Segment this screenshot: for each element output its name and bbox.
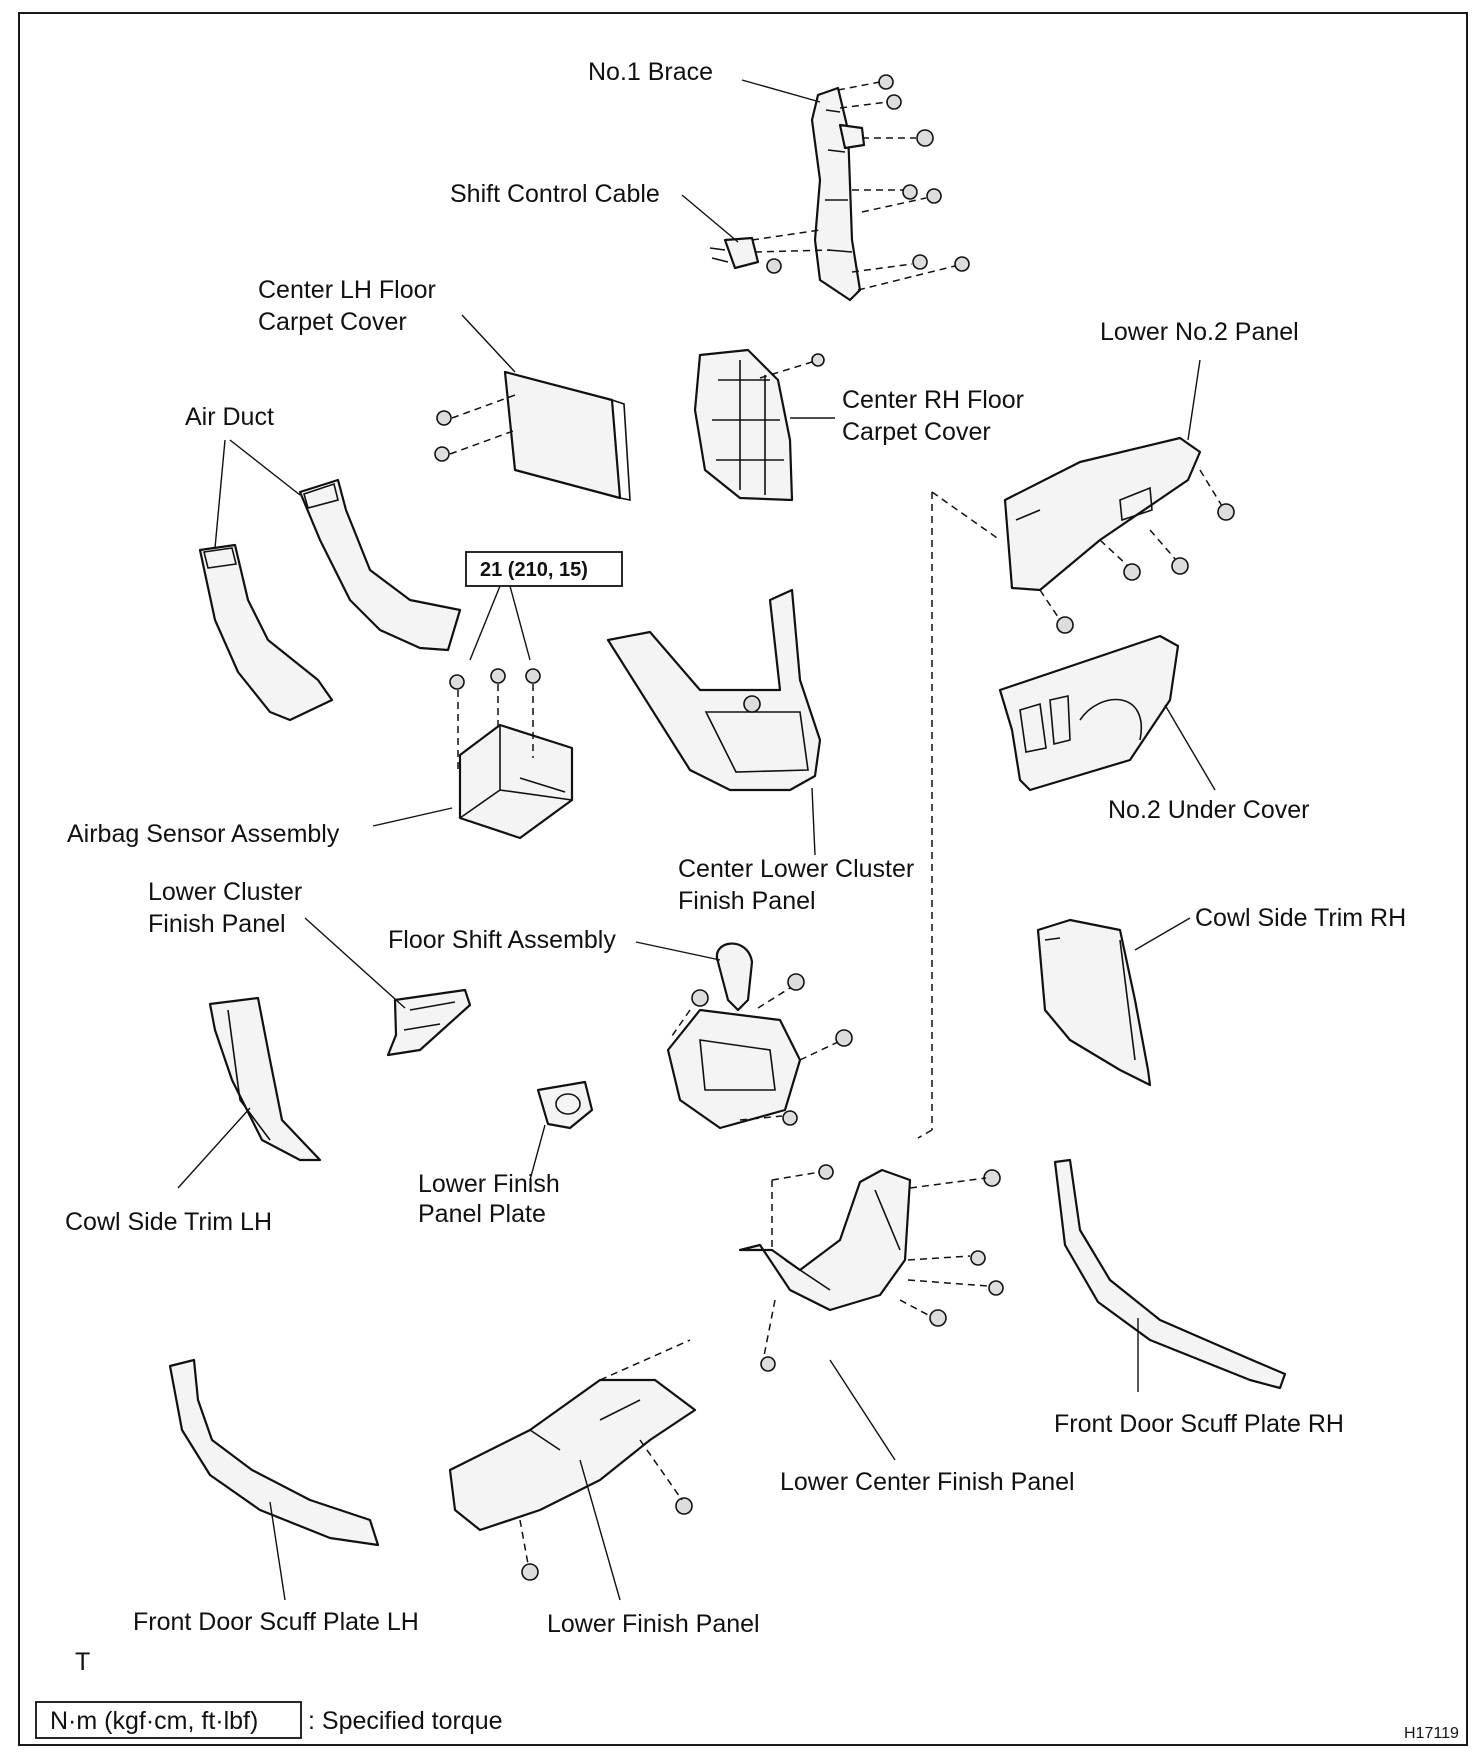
cowl-side-trim-rh-part <box>1036 918 1152 1087</box>
shift-control-cable-label: Shift Control Cable <box>450 180 660 208</box>
airbag-sensor-label: Airbag Sensor Assembly <box>67 820 340 848</box>
corner-mark: T <box>75 1648 90 1676</box>
lower-no2-panel-part <box>1003 436 1235 634</box>
front-scuff-rh-label: Front Door Scuff Plate RH <box>1054 1410 1344 1438</box>
center-rh-floor-carpet-cover-part <box>693 348 825 502</box>
lower-center-finish-label: Lower Center Finish Panel <box>780 1468 1075 1496</box>
no2-under-cover-part <box>998 634 1180 792</box>
lower-finish-panel-label: Lower Finish Panel <box>547 1610 760 1638</box>
center-lh-floor-label-2: Carpet Cover <box>258 308 407 336</box>
center-lower-cluster-label-2: Finish Panel <box>678 887 816 915</box>
air-duct-label: Air Duct <box>185 403 274 431</box>
legend-box <box>35 1701 302 1739</box>
torque-spec-label: 21 (210, 15) <box>480 559 588 581</box>
center-lower-cluster-finish-panel-part <box>606 588 822 792</box>
center-lh-floor-label-1: Center LH Floor <box>258 276 436 304</box>
legend-description: : Specified torque <box>308 1707 503 1735</box>
cowl-side-trim-lh-label: Cowl Side Trim LH <box>65 1208 272 1236</box>
lower-finish-plate-label-2: Panel Plate <box>418 1200 546 1228</box>
lower-cluster-label-2: Finish Panel <box>148 910 286 938</box>
figure-id: H17119 <box>1404 1725 1459 1742</box>
cowl-side-trim-lh-part <box>208 996 322 1162</box>
center-rh-floor-label-1: Center RH Floor <box>842 386 1024 414</box>
lower-center-finish-panel-part <box>738 1164 1004 1372</box>
lower-no2-panel-label: Lower No.2 Panel <box>1100 318 1299 346</box>
no1-brace-label: No.1 Brace <box>588 58 713 86</box>
airbag-sensor-assembly-part <box>449 668 574 840</box>
cowl-side-trim-rh-label: Cowl Side Trim RH <box>1195 904 1406 932</box>
floor-shift-assembly-part <box>666 942 853 1130</box>
no2-under-cover-label: No.2 Under Cover <box>1108 796 1309 824</box>
front-scuff-lh-label: Front Door Scuff Plate LH <box>133 1608 419 1636</box>
torque-spec-box <box>465 551 623 587</box>
front-door-scuff-plate-lh-part <box>168 1358 380 1547</box>
floor-shift-label: Floor Shift Assembly <box>388 926 616 954</box>
no1-brace-bolts <box>837 74 970 291</box>
lower-finish-panel-part <box>448 1339 697 1581</box>
no1-brace-part <box>810 86 866 302</box>
center-lower-cluster-label-1: Center Lower Cluster <box>678 855 914 883</box>
lower-cluster-finish-panel-part <box>386 988 472 1057</box>
front-door-scuff-plate-rh-part <box>1053 1158 1287 1390</box>
lower-finish-plate-label-1: Lower Finish <box>418 1170 560 1198</box>
air-duct-right-part <box>298 478 462 652</box>
figure-frame <box>18 12 1468 1746</box>
center-lh-floor-carpet-cover-part <box>434 370 631 501</box>
center-rh-floor-label-2: Carpet Cover <box>842 418 991 446</box>
air-duct-left-part <box>198 543 334 722</box>
shift-control-cable-part <box>709 229 831 274</box>
lower-cluster-label-1: Lower Cluster <box>148 878 302 906</box>
legend-units: N·m (kgf·cm, ft·lbf) <box>50 1707 258 1735</box>
lower-finish-panel-plate-part <box>536 1080 594 1130</box>
